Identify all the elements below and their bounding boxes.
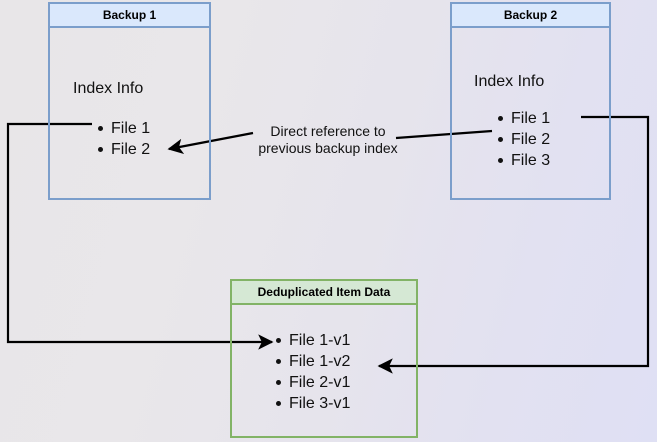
node-backup-1[interactable]: Backup 1 Index Info File 1 File 2 <box>48 2 211 200</box>
backup-1-file-list: File 1 File 2 <box>96 118 150 160</box>
node-deduplicated-item-data-body: File 1-v1 File 1-v2 File 2-v1 File 3-v1 <box>232 305 416 436</box>
list-item: File 1 <box>496 108 550 129</box>
list-item: File 1-v1 <box>274 330 350 351</box>
node-deduplicated-item-data-title: Deduplicated Item Data <box>232 281 416 305</box>
list-item: File 2 <box>96 139 150 160</box>
edge-caption-line-1: Direct reference to <box>270 123 386 139</box>
list-item: File 2-v1 <box>274 372 350 393</box>
backup-1-index-info-label: Index Info <box>73 80 144 97</box>
node-backup-1-body: Index Info File 1 File 2 <box>50 28 209 198</box>
list-item: File 3 <box>496 150 550 171</box>
node-backup-1-title: Backup 1 <box>50 4 209 28</box>
node-backup-2[interactable]: Backup 2 Index Info File 1 File 2 File 3 <box>450 2 611 200</box>
backup-2-file-list: File 1 File 2 File 3 <box>496 108 550 171</box>
backup-2-index-info-label: Index Info <box>474 73 545 90</box>
node-deduplicated-item-data[interactable]: Deduplicated Item Data File 1-v1 File 1-… <box>230 279 418 438</box>
list-item: File 2 <box>496 129 550 150</box>
list-item: File 1-v2 <box>274 351 350 372</box>
node-backup-2-title: Backup 2 <box>452 4 609 28</box>
node-backup-2-body: Index Info File 1 File 2 File 3 <box>452 28 609 198</box>
deduplicated-file-list: File 1-v1 File 1-v2 File 2-v1 File 3-v1 <box>274 330 350 414</box>
edge-caption-line-2: previous backup index <box>258 140 398 156</box>
list-item: File 3-v1 <box>274 393 350 414</box>
list-item: File 1 <box>96 118 150 139</box>
edge-caption-direct-reference: Direct reference to previous backup inde… <box>248 123 408 157</box>
